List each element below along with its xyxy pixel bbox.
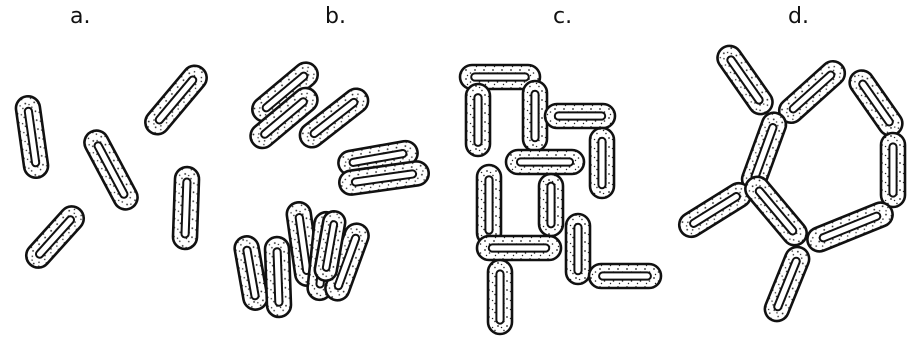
rod-cell-core <box>598 138 605 188</box>
panel-c-rod-chains <box>460 65 661 334</box>
rod-cell <box>881 133 905 207</box>
rod-cell <box>21 201 88 272</box>
rod-cell <box>466 84 490 156</box>
rod-cell <box>545 104 615 128</box>
rod-cell <box>265 237 292 318</box>
rod-cell <box>506 150 584 174</box>
rod-cell-core <box>517 158 573 165</box>
panel-label-a: a. <box>70 4 90 29</box>
panel-label-c: c. <box>553 4 572 29</box>
rod-cell <box>523 81 547 151</box>
rod-cell <box>233 234 269 311</box>
rod-cell <box>477 165 501 245</box>
rod-cell <box>675 179 756 242</box>
rod-cell-core <box>471 73 529 80</box>
rod-cell <box>804 199 896 255</box>
rod-cell-core <box>547 183 554 228</box>
rod-cell-core <box>574 224 581 274</box>
rod-cell-core <box>273 248 282 306</box>
rod-cell-core <box>531 91 538 141</box>
rod-cell <box>590 128 614 198</box>
panel-label-d: d. <box>788 4 809 29</box>
rod-cell <box>566 214 590 284</box>
rod-cell <box>740 172 811 250</box>
rod-cell <box>539 174 563 236</box>
rod-cell <box>80 126 142 213</box>
rod-cell-core <box>474 94 481 146</box>
rod-cell <box>173 167 200 250</box>
rod-cell <box>589 264 661 288</box>
rod-cell-core <box>181 178 190 237</box>
rod-cell-core <box>599 272 651 279</box>
rod-cell-core <box>889 143 896 196</box>
rod-cell-core <box>489 244 549 251</box>
rod-cell <box>488 260 512 334</box>
rod-cell <box>761 243 812 324</box>
rod-cell <box>140 61 211 139</box>
rod-cell-core <box>496 270 503 323</box>
panel-label-b: b. <box>325 4 346 29</box>
rod-cell <box>713 41 777 119</box>
panel-d-branched-rods <box>675 41 907 324</box>
panel-b-clustered-rods <box>233 58 430 318</box>
rod-cell-core <box>555 112 605 119</box>
rod-cell <box>477 236 561 260</box>
rod-cell-core <box>485 176 492 234</box>
rod-cell <box>14 95 49 180</box>
rod-cell <box>774 56 850 127</box>
panel-a-single-rods <box>14 61 211 273</box>
rod-cell <box>845 66 907 140</box>
